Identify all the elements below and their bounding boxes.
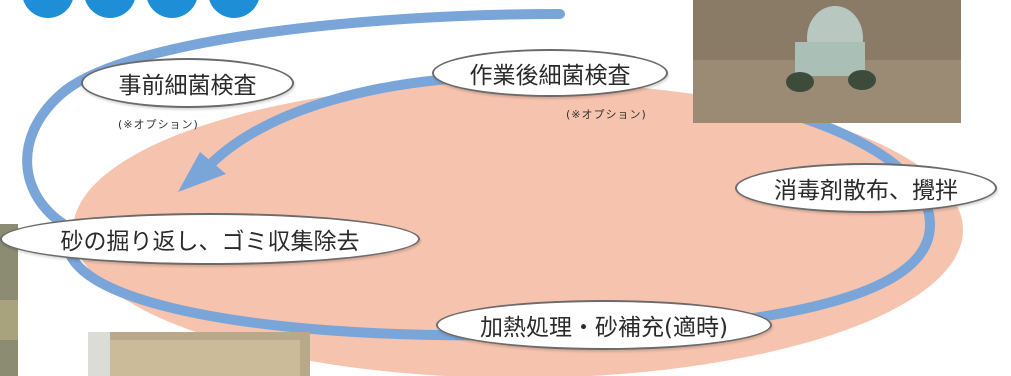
pre-inspection-option-note: (※オプション) — [118, 118, 199, 131]
step-pre-inspection: 事前細菌検査 — [81, 58, 294, 108]
step-dig: 砂の掘り返し、ゴミ収集除去 — [0, 213, 420, 265]
badge-circle-1 — [23, 0, 73, 18]
badge-circles — [23, 0, 259, 18]
step-post-inspection-label: 作業後細菌検査 — [469, 63, 631, 89]
post-inspection-option-note: (※オプション) — [566, 108, 647, 121]
badge-circle-3 — [147, 0, 197, 18]
step-dig-label: 砂の掘り返し、ゴミ収集除去 — [60, 229, 360, 255]
photo-sand-box — [88, 332, 310, 376]
step-heat: 加熱処理・砂補充(適時) — [436, 300, 772, 350]
step-disinfect: 消毒剤散布、攪拌 — [735, 163, 997, 213]
arrowhead-icon — [178, 152, 226, 192]
step-disinfect-label: 消毒剤散布、攪拌 — [774, 178, 958, 204]
background-ellipse — [73, 82, 963, 376]
step-post-inspection: 作業後細菌検査 — [432, 49, 668, 97]
step-pre-inspection-label: 事前細菌検査 — [118, 73, 257, 99]
badge-circle-2 — [85, 0, 135, 18]
badge-circle-4 — [209, 0, 259, 18]
step-heat-label: 加熱処理・砂補充(適時) — [480, 315, 728, 341]
photo-left-edge — [0, 224, 18, 376]
photo-worker — [693, 0, 961, 123]
